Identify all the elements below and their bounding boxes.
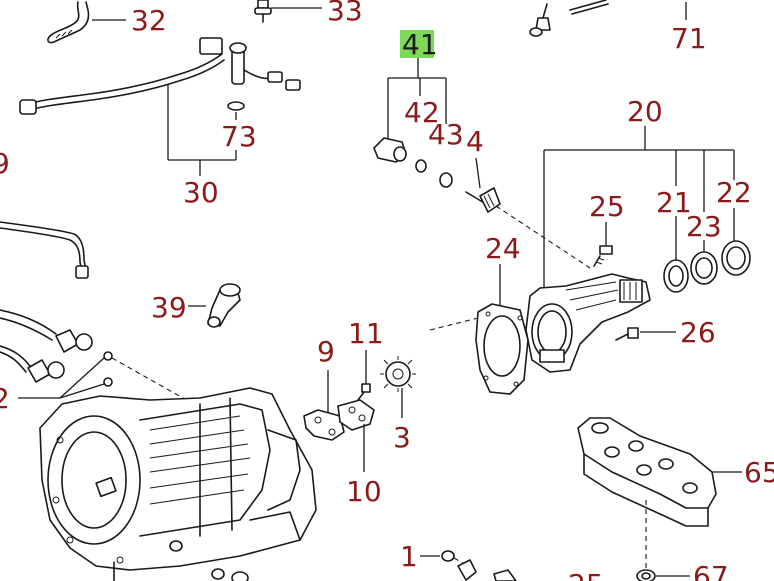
part-21-seal[interactable]: [663, 259, 689, 293]
callout-26: 26: [680, 316, 716, 349]
part-4-driven-gear[interactable]: [465, 187, 501, 213]
part-11-bolt[interactable]: [357, 383, 371, 401]
callout-42: 42: [404, 96, 440, 129]
callout-32: 32: [131, 4, 167, 37]
part-32-harness[interactable]: [47, 1, 126, 44]
part-shift-cable[interactable]: [0, 221, 89, 279]
callout-2: 2: [0, 382, 10, 415]
part-20-extension-housing[interactable]: [525, 273, 651, 373]
part-65-mount[interactable]: [577, 417, 717, 527]
callout-43: 43: [428, 118, 464, 151]
part-30-sensor-harness[interactable]: [19, 37, 301, 115]
part-bottom-washers[interactable]: [211, 568, 249, 581]
callout-33: 33: [327, 0, 363, 27]
part-71-fitting[interactable]: [529, 0, 687, 37]
part-10-bracket[interactable]: [337, 399, 375, 431]
part-67-nut[interactable]: [636, 569, 656, 581]
callout-21: 21: [656, 186, 692, 219]
callout-73: 73: [221, 120, 257, 153]
part-25-bolt[interactable]: [593, 245, 613, 267]
part-33-bolt[interactable]: [254, 0, 322, 23]
part-39-elbow[interactable]: [207, 283, 241, 328]
part-1-plug[interactable]: [441, 550, 517, 581]
callout-22: 22: [716, 176, 752, 209]
part-43-oring[interactable]: [439, 172, 453, 188]
callout-1: 1: [400, 540, 418, 573]
callout-30: 30: [183, 176, 219, 209]
part-42-washer[interactable]: [415, 159, 427, 173]
callout-41: 41: [402, 28, 438, 61]
callout-24: 24: [485, 232, 521, 265]
part-41-sensor[interactable]: [373, 137, 407, 163]
part-2-cooler-hoses[interactable]: [0, 309, 113, 387]
part-3-gear[interactable]: [380, 356, 416, 392]
callout-11: 11: [348, 317, 384, 350]
callout-39: 39: [151, 291, 187, 324]
part-26-bolt[interactable]: [615, 327, 639, 341]
part-9-bracket[interactable]: [303, 409, 345, 441]
callout-3: 3: [393, 421, 411, 454]
part-23-bushing[interactable]: [690, 251, 718, 285]
callout-23: 23: [686, 210, 722, 243]
callout-10: 10: [346, 475, 382, 508]
callout-65: 65: [744, 456, 774, 489]
callout-9-left: 9: [0, 147, 10, 180]
callout-20: 20: [627, 95, 663, 128]
callout-71: 71: [671, 22, 707, 55]
part-24-gasket[interactable]: [475, 303, 529, 395]
callout-67: 67: [693, 560, 729, 581]
callout-4: 4: [466, 125, 484, 158]
callout-41-highlight: [400, 30, 434, 58]
callout-25: 25: [589, 190, 625, 223]
callout-25-bottom: 25: [568, 568, 604, 581]
part-transmission-case[interactable]: [39, 387, 317, 581]
callout-9: 9: [317, 335, 335, 368]
part-22-oil-seal[interactable]: [721, 240, 751, 276]
